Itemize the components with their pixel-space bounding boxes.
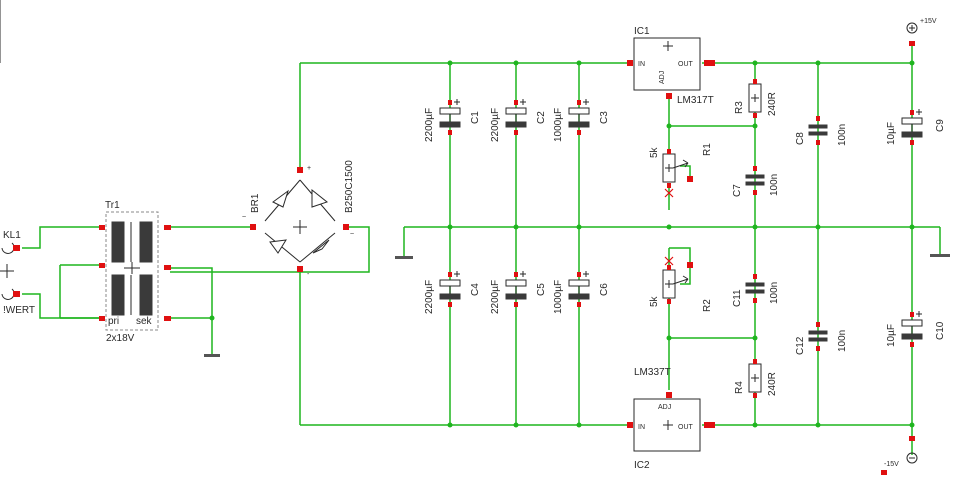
c3-value: 1000µF xyxy=(553,108,564,142)
ic1-name: IC1 xyxy=(634,26,650,37)
c6-name: C6 xyxy=(599,283,610,296)
c2-name: C2 xyxy=(536,111,547,124)
bridge-rectifier-br1: + - ~ ~ BR1 B250C1500 xyxy=(242,160,355,278)
c11-value: 100n xyxy=(769,282,780,304)
c8-name: C8 xyxy=(795,132,806,145)
r1-value: 5k xyxy=(649,146,660,158)
ic1-out-pin: OUT xyxy=(678,61,694,68)
ic1-adj-pin: ADJ xyxy=(659,71,666,84)
br1-plus-pin: + xyxy=(307,165,311,172)
br1-ac2-pin: ~ xyxy=(350,231,354,238)
c1-value: 2200µF xyxy=(424,108,435,142)
r2-name: R2 xyxy=(702,299,713,312)
ic2-part: LM337T xyxy=(634,367,671,378)
r3-name: R3 xyxy=(734,101,745,114)
ic2-adj-pin: ADJ xyxy=(658,404,671,411)
terminal-kl1: KL1 !WERT xyxy=(0,230,35,316)
r4-value: 240R xyxy=(767,372,778,396)
c7-value: 100n xyxy=(769,174,780,196)
supply-positive-label: +15V xyxy=(920,18,937,25)
r4-name: R4 xyxy=(734,381,745,394)
tr1-primary: pri xyxy=(108,316,119,327)
resistor-r3: R3 240R xyxy=(734,78,778,119)
transformer-tr1: Tr1 pri sek 2x18V xyxy=(99,200,171,344)
misc-pads xyxy=(709,60,887,475)
c10-value: 10µF xyxy=(886,324,897,347)
br1-name: BR1 xyxy=(250,193,261,213)
br1-part: B250C1500 xyxy=(344,160,355,213)
ic2-name: IC2 xyxy=(634,460,650,471)
resistor-r4: R4 240R xyxy=(734,358,778,399)
tr1-secondary: sek xyxy=(136,316,153,327)
capacitor-c12: C12 100n xyxy=(795,321,848,355)
wires xyxy=(22,43,940,455)
capacitor-c2: C2 2200µF xyxy=(490,98,547,142)
capacitor-c4: C4 2200µF xyxy=(424,270,481,314)
c6-value: 1000µF xyxy=(553,280,564,314)
capacitor-c5: C5 2200µF xyxy=(490,270,547,314)
c7-name: C7 xyxy=(732,184,743,197)
r2-value: 5k xyxy=(649,295,660,307)
ground-symbol-transformer xyxy=(204,354,220,357)
c12-name: C12 xyxy=(795,336,806,355)
capacitor-c10: C10 10µF xyxy=(886,310,946,348)
ground-symbols xyxy=(204,227,950,357)
regulator-ic2: IN OUT ADJ IC2 LM337T xyxy=(627,367,710,471)
kl1-value: !WERT xyxy=(3,305,35,316)
ic1-in-pin: IN xyxy=(638,61,645,68)
br1-ac1-pin: ~ xyxy=(242,214,246,221)
c4-name: C4 xyxy=(470,283,481,296)
c8-value: 100n xyxy=(837,124,848,146)
supply-positive: +15V xyxy=(906,18,937,46)
capacitor-c3: C3 1000µF xyxy=(553,98,610,142)
capacitor-c9: C9 10µF xyxy=(886,108,946,146)
capacitor-c11: C11 100n xyxy=(732,273,780,307)
c10-name: C10 xyxy=(935,321,946,340)
ground-symbol-left xyxy=(395,256,413,259)
trimmer-r1: R1 5k xyxy=(649,143,713,198)
c12-value: 100n xyxy=(837,330,848,352)
trimmer-r2: R2 5k xyxy=(649,256,713,312)
supply-negative: -15V xyxy=(884,436,918,468)
r1-name: R1 xyxy=(702,143,713,156)
c2-value: 2200µF xyxy=(490,108,501,142)
kl1-name: KL1 xyxy=(3,230,21,241)
capacitor-c8: C8 100n xyxy=(795,115,848,146)
ic2-in-pin: IN xyxy=(638,424,645,431)
regulator-ic1: IN OUT ADJ IC1 LM317T xyxy=(627,26,714,106)
tr1-name: Tr1 xyxy=(105,200,120,211)
c1-name: C1 xyxy=(470,111,481,124)
capacitor-c6: C6 1000µF xyxy=(553,270,610,314)
c9-value: 10µF xyxy=(886,122,897,145)
br1-minus-pin: - xyxy=(307,271,310,278)
supply-negative-label: -15V xyxy=(884,461,899,468)
capacitor-c1: C1 2200µF xyxy=(424,98,481,142)
c9-name: C9 xyxy=(935,119,946,132)
tr1-value: 2x18V xyxy=(106,333,135,344)
c5-name: C5 xyxy=(536,283,547,296)
ic1-part: LM317T xyxy=(677,95,714,106)
r3-value: 240R xyxy=(767,92,778,116)
capacitor-c7: C7 100n xyxy=(732,165,780,197)
ground-symbol-right xyxy=(930,254,950,257)
c5-value: 2200µF xyxy=(490,280,501,314)
c11-name: C11 xyxy=(732,289,743,307)
ic2-out-pin: OUT xyxy=(678,424,694,431)
junctions xyxy=(209,60,915,428)
c4-value: 2200µF xyxy=(424,280,435,314)
c3-name: C3 xyxy=(599,111,610,124)
